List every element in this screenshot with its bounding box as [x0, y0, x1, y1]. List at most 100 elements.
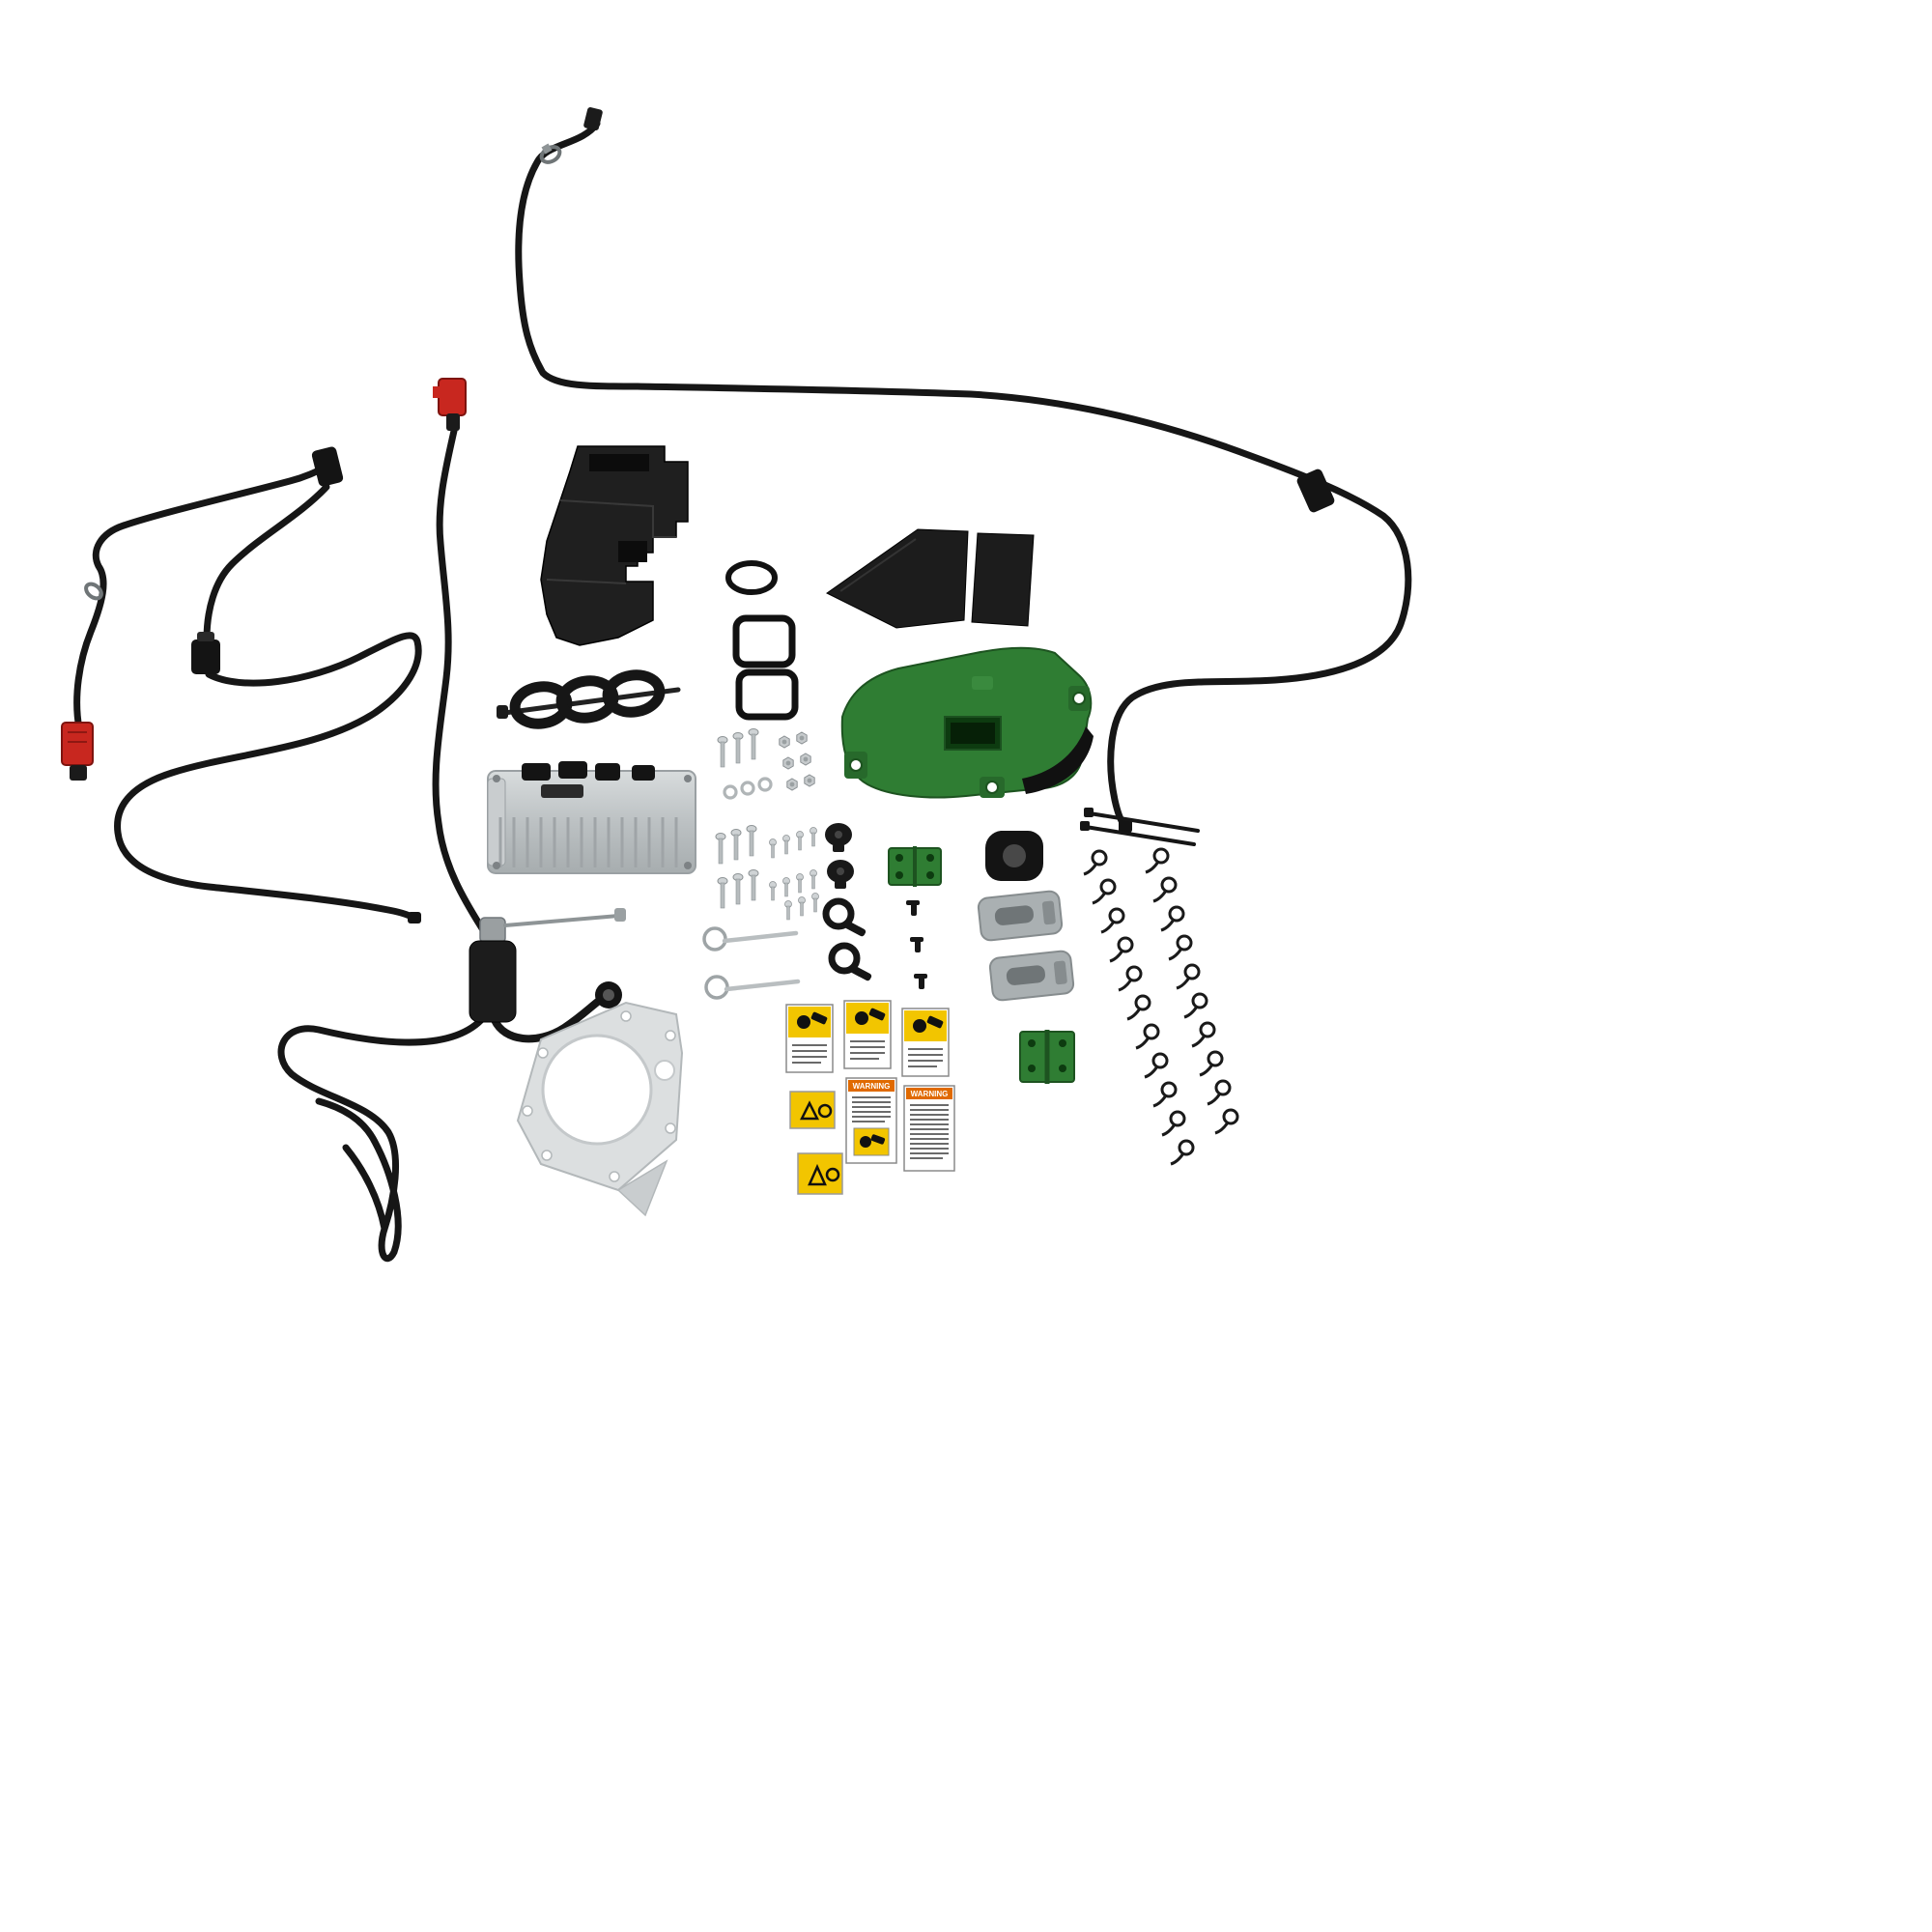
harness-wire [73, 464, 328, 732]
actuator-cable [491, 997, 603, 1043]
hose-clamp-clip-tail [1168, 948, 1183, 961]
hose-clamp-clip-tail [1083, 863, 1098, 876]
bolt [746, 825, 757, 857]
harness-wire [515, 120, 1412, 829]
warning-header-text: WARNING [853, 1082, 891, 1091]
hose-clamp-clip-tail [1160, 919, 1176, 932]
hose-clamp-clip [1117, 936, 1134, 953]
mounting-tab [1068, 686, 1090, 711]
harness-wire [114, 632, 422, 923]
plate-center-hole [541, 1034, 653, 1146]
hose-clamp-clip-tail [1109, 950, 1124, 963]
hose-clamp-clip-tail [1135, 1037, 1151, 1050]
hose-clamp-clip-tail [1152, 890, 1168, 903]
actuator-rod [503, 914, 620, 927]
p-clamp [822, 897, 867, 937]
hex-nut [796, 731, 808, 745]
screw [769, 838, 777, 859]
screw [782, 877, 790, 897]
hose-clamp-clip [1176, 934, 1193, 952]
hose-clamp-row [1083, 849, 1195, 1166]
harness-wire-loop [342, 1144, 388, 1233]
hose-clamp-clip [1091, 849, 1108, 867]
bolt [732, 873, 744, 905]
wire-clamp [539, 143, 562, 164]
oval-gasket [725, 560, 778, 595]
hose-clamp-clip-tail [1207, 1093, 1222, 1106]
washer [723, 784, 738, 800]
module-connectors [522, 761, 655, 798]
warning-label [789, 1091, 836, 1129]
hose-clamp-clip-tail [1191, 1035, 1207, 1048]
warning-label [785, 1004, 834, 1073]
warning-header-text: WARNING [911, 1090, 949, 1098]
harness-end-tip [1119, 819, 1132, 833]
hose-clamp-clip-tail [1176, 977, 1191, 990]
cable-tie-long [1080, 821, 1196, 846]
square-gasket [732, 614, 796, 668]
screw [810, 869, 817, 890]
hose-clamp-clip-tail [1183, 1006, 1199, 1019]
hose-clamp-clip [1152, 847, 1170, 865]
harness-wire-loop [277, 1016, 485, 1263]
hose-clamp-clip [1134, 994, 1151, 1011]
round-connector [595, 981, 622, 1009]
hose-clamp-clip-tail [1092, 892, 1107, 905]
warning-label: WARNING [903, 1085, 955, 1172]
controller-module [487, 761, 696, 874]
warning-label [901, 1008, 950, 1077]
hose-clamp-clip [1183, 963, 1201, 980]
bolt [717, 877, 728, 909]
screw [782, 835, 790, 855]
fastener-cluster [715, 728, 819, 921]
wire-clamp [84, 582, 103, 601]
main-wiring-harness [515, 107, 1412, 833]
warning-label [843, 1000, 892, 1069]
pull-pin [704, 975, 801, 1000]
hex-nut [804, 774, 815, 787]
wire-clip [914, 974, 927, 989]
inline-connector [1296, 469, 1335, 513]
green-hood-panel [840, 646, 1094, 799]
latch-bracket [977, 890, 1064, 942]
warning-label [797, 1152, 843, 1195]
hose-clamp-clip [1151, 1052, 1169, 1069]
screw [769, 881, 777, 901]
chute-housing [540, 445, 689, 646]
heatsink-fins [498, 817, 678, 867]
screw [798, 896, 806, 917]
screw [810, 827, 817, 847]
washer [757, 777, 773, 792]
hose-clamp-clip-tail [1161, 1123, 1177, 1137]
rubber-deflector-flap [826, 528, 1035, 629]
hose-clamp-clip [1207, 1050, 1224, 1067]
left-wiring-harness [61, 446, 422, 923]
hose-clamp-clip-tail [1100, 921, 1116, 934]
hose-clamp-clip-tail [1145, 861, 1160, 874]
rubber-grommet [827, 860, 854, 889]
square-gasket [735, 668, 799, 721]
hose-clamp-clip [1214, 1079, 1232, 1096]
green-hinge [1019, 1030, 1075, 1084]
hose-clamp-clip [1125, 965, 1143, 982]
mounting-tab [844, 752, 867, 779]
warning-label: WARNING [845, 1077, 897, 1164]
hose-clamp-clip-tail [1170, 1152, 1185, 1166]
hose-clamp-clip [1108, 907, 1125, 924]
screw [811, 893, 819, 913]
actuator-motor [469, 908, 626, 1023]
bolt [732, 732, 744, 764]
harness-end-connector [583, 107, 603, 130]
hose-clamp-clip [1222, 1108, 1239, 1125]
hose-clamp-clip-tail [1199, 1064, 1214, 1077]
red-connector [61, 722, 94, 781]
mounting-plate [516, 1001, 684, 1217]
bolt [715, 833, 726, 865]
hex-nut [800, 753, 811, 766]
hose-clamp-clip-tail [1118, 979, 1133, 992]
wire-clip [910, 937, 923, 952]
harness-wire [432, 427, 489, 937]
mounting-tab [980, 777, 1005, 798]
hose-clamp-clip [1168, 905, 1185, 923]
